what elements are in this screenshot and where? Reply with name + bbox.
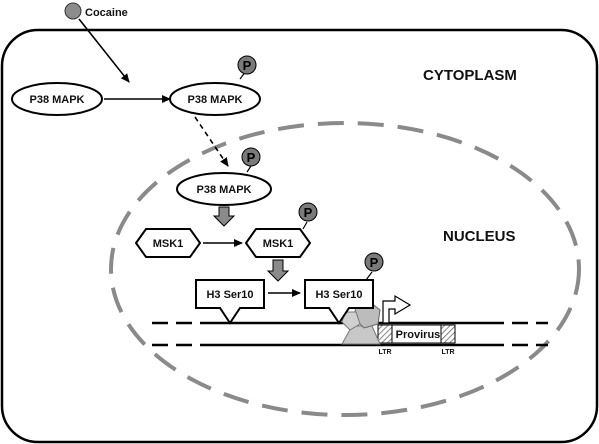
cocaine-dot — [64, 2, 82, 20]
block-arrow-msk1-to-h3 — [266, 259, 290, 282]
svg-text:LTR: LTR — [378, 349, 391, 356]
p38-mapk-nuclear-node: P38 MAPK P — [176, 147, 272, 206]
cell-membrane — [0, 28, 599, 444]
cocaine-label: Cocaine — [85, 7, 128, 19]
ltr-right: LTR — [440, 324, 456, 356]
p38-mapk-node: P38 MAPK — [11, 82, 103, 116]
h3-ser10-phospho-label: H3 Ser10 — [315, 289, 362, 301]
provirus-label: Provirus — [396, 329, 441, 341]
phospho-badge: P — [241, 147, 261, 173]
msk1-node: MSK1 — [134, 228, 202, 258]
block-arrow-p38-to-msk1 — [212, 206, 236, 227]
p38-mapk-phospho-node: P38 MAPK P — [169, 55, 261, 116]
h3-ser10-label: H3 Ser10 — [206, 289, 253, 301]
svg-text:P: P — [304, 205, 313, 220]
p38-mapk-phospho-label: P38 MAPK — [187, 94, 242, 106]
p38-mapk-nuclear-label: P38 MAPK — [196, 184, 251, 196]
nuclear-envelope — [109, 121, 581, 417]
nuclear-translocation-arrow — [194, 116, 229, 167]
msk1-label: MSK1 — [153, 238, 184, 250]
svg-text:P: P — [243, 58, 252, 73]
svg-text:P: P — [247, 150, 256, 165]
svg-text:P: P — [370, 255, 379, 270]
provirus: Provirus — [391, 324, 445, 344]
transcription-start-arrow — [382, 294, 412, 324]
nucleus-label: NUCLEUS — [443, 228, 516, 245]
phospho-badge: P — [298, 202, 318, 230]
p38-mapk-label: P38 MAPK — [29, 94, 84, 106]
cocaine-arrow — [78, 18, 130, 83]
svg-text:LTR: LTR — [441, 349, 454, 356]
h3-ser10-callout: H3 Ser10 — [195, 279, 265, 325]
msk1-phospho-node: MSK1 P — [244, 202, 318, 258]
h3-ser10-phospho-callout: H3 Ser10 P — [304, 252, 384, 325]
ltr-left: LTR — [377, 324, 393, 356]
cytoplasm-label: CYTOPLASM — [423, 67, 517, 84]
msk1-phospho-label: MSK1 — [263, 238, 294, 250]
phospho-badge: P — [237, 55, 257, 80]
phospho-badge: P — [364, 252, 384, 281]
